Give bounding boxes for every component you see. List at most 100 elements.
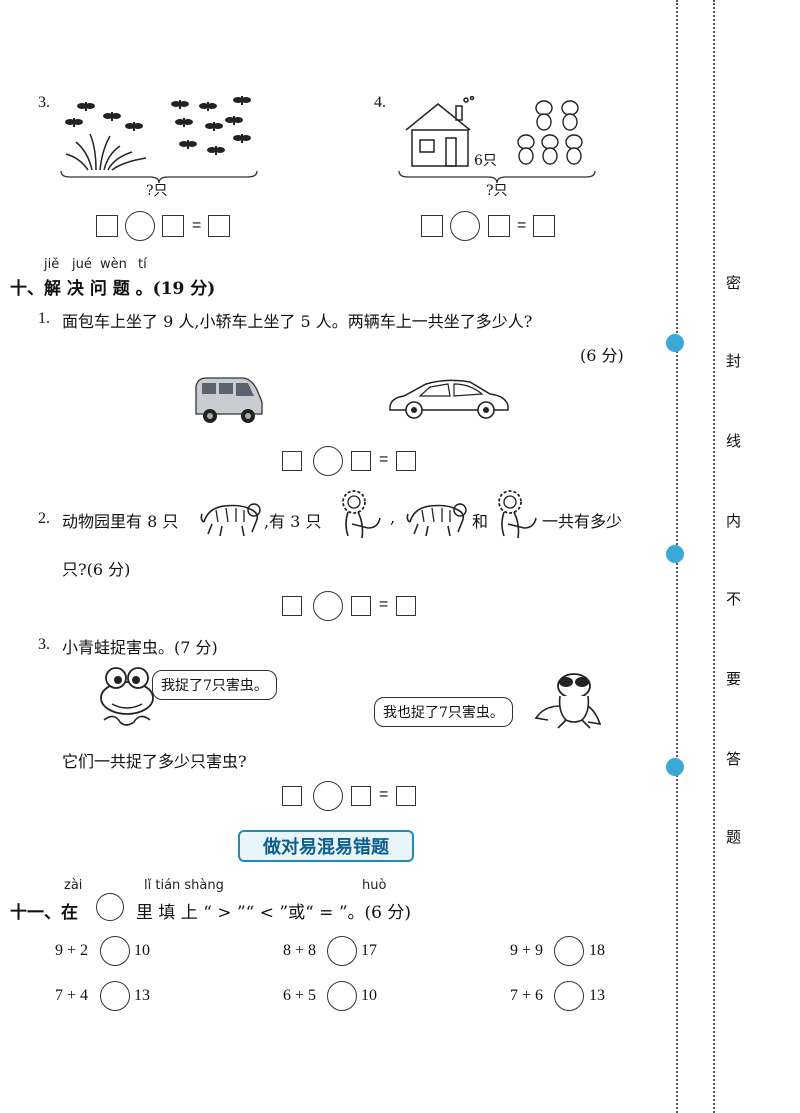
heading-circle (96, 893, 124, 921)
question-number-3b: 3. (38, 636, 50, 653)
operator-circle[interactable] (313, 446, 343, 476)
compare-left-1: 9 + 2 (55, 942, 89, 959)
answer-box[interactable] (533, 215, 555, 237)
equals-sign: = (379, 596, 389, 613)
butterfly-icon (205, 122, 223, 131)
compare-left-5: 6 + 5 (283, 987, 317, 1004)
house-count-label: 6只 (474, 153, 497, 169)
answer-box[interactable] (208, 215, 230, 237)
question-2-text-f: 只?(6 分) (62, 560, 131, 579)
side-char-feng: 封 (726, 352, 742, 370)
butterfly-icon (103, 112, 121, 121)
question-2-text-a: 动物园里有 8 只 (62, 512, 179, 531)
answer-box[interactable] (96, 215, 118, 237)
answer-box[interactable] (351, 451, 371, 471)
section-11-heading-a: 十一、在 (10, 903, 78, 923)
side-char-yao: 要 (726, 670, 742, 688)
section-banner: 做对易混易错题 (238, 830, 414, 862)
binding-line-right (713, 0, 715, 1113)
pinyin-wen: wèn (100, 257, 127, 272)
compare-left-6: 7 + 6 (510, 987, 544, 1004)
compare-circle-1[interactable] (100, 936, 130, 966)
butterfly-icon (207, 146, 225, 155)
section-11-heading-b: 里 填 上 “ > ”“ < ”或“ = ”。(6 分) (136, 903, 411, 923)
answer-box[interactable] (282, 786, 302, 806)
pinyin-jue: jué (72, 257, 92, 272)
house-dogs-illustration (405, 96, 583, 167)
butterfly-icon (199, 102, 217, 111)
binding-hole-1 (666, 334, 684, 352)
question-2-text-b: ,有 3 只 (264, 512, 322, 531)
operator-circle[interactable] (450, 211, 480, 241)
side-char-mi: 密 (726, 274, 742, 292)
pinyin-ti: tí (138, 257, 147, 272)
answer-box[interactable] (421, 215, 443, 237)
operator-circle[interactable] (313, 781, 343, 811)
compare-right-6: 13 (589, 987, 605, 1004)
compare-left-3: 9 + 9 (510, 942, 544, 959)
frog-icon (100, 667, 154, 726)
compare-circle-6[interactable] (554, 981, 584, 1011)
compare-left-4: 7 + 4 (55, 987, 89, 1004)
answer-box[interactable] (396, 786, 416, 806)
side-char-ti: 题 (726, 828, 742, 846)
equals-sign: = (192, 217, 202, 234)
butterfly-icon (175, 118, 193, 127)
compare-circle-4[interactable] (100, 981, 130, 1011)
compare-right-5: 10 (361, 987, 377, 1004)
compare-circle-5[interactable] (327, 981, 357, 1011)
grass-icon (65, 133, 147, 171)
side-char-xian: 线 (726, 432, 742, 450)
van-icon (195, 377, 263, 423)
equals-sign: = (379, 786, 389, 803)
answer-box[interactable] (282, 451, 302, 471)
pinyin-li-tian-shang: lǐ tián shàng (144, 878, 224, 893)
question-1-score: (6 分) (580, 346, 624, 365)
question-1-text: 面包车上坐了 9 人,小轿车上坐了 5 人。两辆车上一共坐了多少人? (62, 312, 533, 331)
butterfly-icon (65, 118, 83, 127)
answer-box[interactable] (351, 596, 371, 616)
pinyin-zai: zài (64, 878, 83, 893)
answer-box[interactable] (282, 596, 302, 616)
side-char-nei: 内 (726, 512, 742, 530)
brace-label-q3: ?只 (146, 183, 168, 199)
answer-box[interactable] (396, 596, 416, 616)
question-3-ask: 它们一共捉了多少只害虫? (62, 752, 247, 771)
side-char-bu: 不 (726, 590, 742, 608)
question-number-4: 4. (374, 94, 386, 111)
butterfly-icon (179, 140, 197, 149)
question-number-3: 3. (38, 94, 50, 111)
butterfly-icon (233, 96, 251, 105)
butterfly-icon (125, 122, 143, 131)
binding-hole-3 (666, 758, 684, 776)
butterfly-icon (171, 100, 189, 109)
compare-right-3: 18 (589, 942, 605, 959)
answer-box[interactable] (488, 215, 510, 237)
speech-bubble-frog-1: 我捉了7只害虫。 (152, 670, 277, 700)
operator-circle[interactable] (313, 591, 343, 621)
pinyin-huo: huò (362, 878, 387, 893)
butterfly-icon (77, 102, 95, 111)
question-number-1: 1. (38, 310, 50, 327)
binding-hole-2 (666, 545, 684, 563)
pinyin-jie: jiě (44, 257, 60, 272)
equals-sign: = (517, 217, 527, 234)
lion-icon (342, 490, 381, 539)
operator-circle[interactable] (125, 211, 155, 241)
compare-circle-2[interactable] (327, 936, 357, 966)
answer-box[interactable] (396, 451, 416, 471)
car-icon (389, 379, 509, 419)
compare-right-1: 10 (134, 942, 150, 959)
compare-right-4: 13 (134, 987, 150, 1004)
equals-sign: = (379, 451, 389, 468)
compare-right-2: 17 (361, 942, 377, 959)
tiger-icon (406, 503, 467, 537)
section-10-heading: 十、解 决 问 题 。(19 分) (10, 279, 216, 299)
answer-box[interactable] (162, 215, 184, 237)
side-char-da: 答 (726, 750, 742, 768)
compare-circle-3[interactable] (554, 936, 584, 966)
butterfly-icon (233, 134, 251, 143)
answer-box[interactable] (351, 786, 371, 806)
question-number-2: 2. (38, 510, 50, 527)
dog-icon (517, 100, 583, 165)
